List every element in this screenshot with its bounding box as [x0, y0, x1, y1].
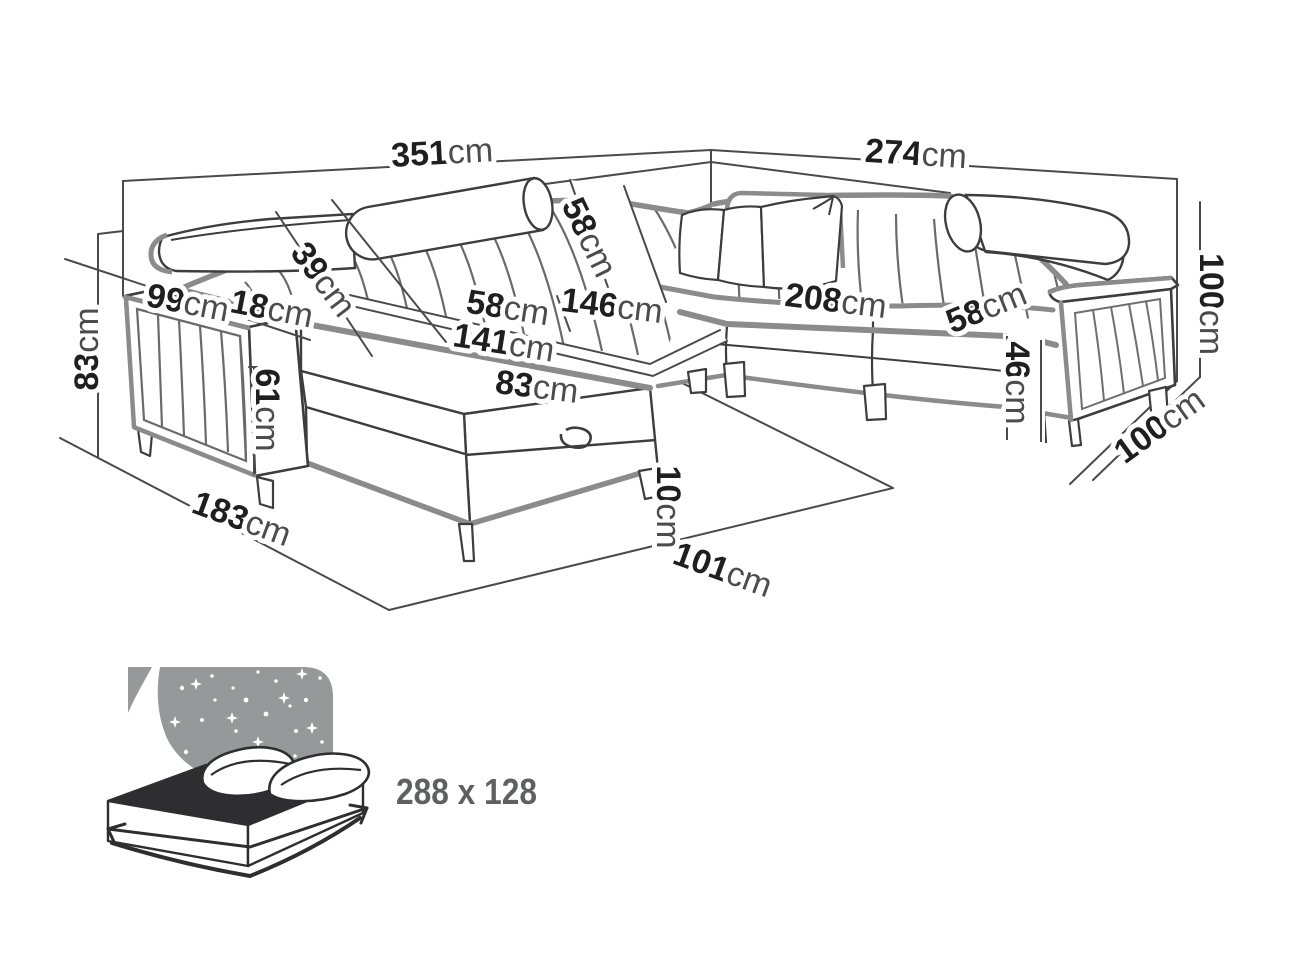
svg-text:18cm: 18cm [227, 282, 316, 335]
svg-text:83cm: 83cm [493, 363, 580, 411]
svg-text:351cm: 351cm [390, 131, 494, 175]
svg-text:141cm: 141cm [450, 316, 557, 369]
svg-text:61cm: 61cm [248, 368, 286, 451]
svg-text:100cm: 100cm [1192, 253, 1230, 355]
svg-text:274cm: 274cm [864, 132, 968, 176]
svg-text:10cm: 10cm [649, 465, 687, 548]
svg-text:288 x 128: 288 x 128 [396, 771, 537, 812]
svg-text:46cm: 46cm [998, 341, 1036, 424]
svg-text:83cm: 83cm [68, 307, 106, 390]
